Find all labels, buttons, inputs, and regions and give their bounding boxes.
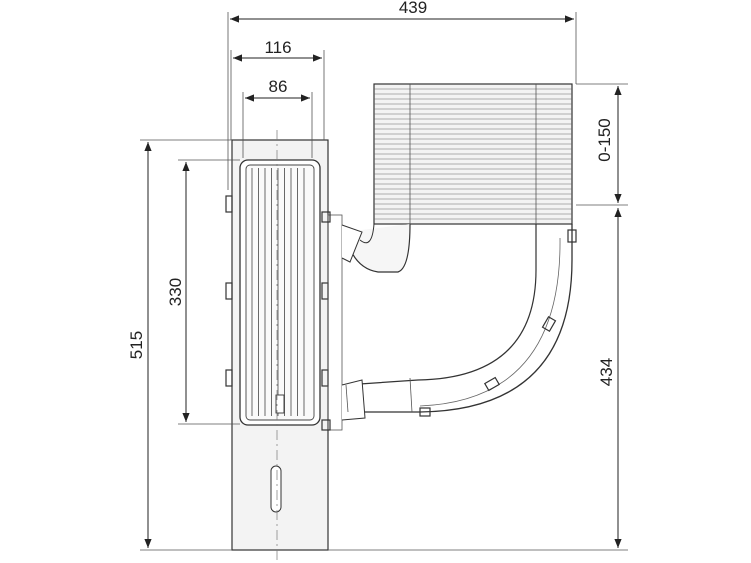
label-adjustment: 0-150 <box>595 118 614 161</box>
dimension-grille-height: 330 <box>166 159 240 425</box>
dimension-total-height: 515 <box>127 139 232 551</box>
label-body-width: 116 <box>264 38 291 57</box>
dimension-outlet-height: 434 <box>328 204 628 551</box>
dimension-body-width: 116 <box>230 38 325 140</box>
label-grille-height: 330 <box>166 278 185 306</box>
dimension-adjustment: 0-150 <box>576 83 628 203</box>
label-total-width: 439 <box>399 0 427 17</box>
label-grille-width: 86 <box>269 77 288 96</box>
grille <box>239 159 321 426</box>
label-total-height: 515 <box>127 331 146 359</box>
dimension-grille-width: 86 <box>242 77 313 158</box>
outlet-box <box>373 83 573 225</box>
label-outlet-height: 434 <box>597 358 616 386</box>
adjustment-slot <box>270 465 282 513</box>
elbow-duct <box>321 211 577 431</box>
